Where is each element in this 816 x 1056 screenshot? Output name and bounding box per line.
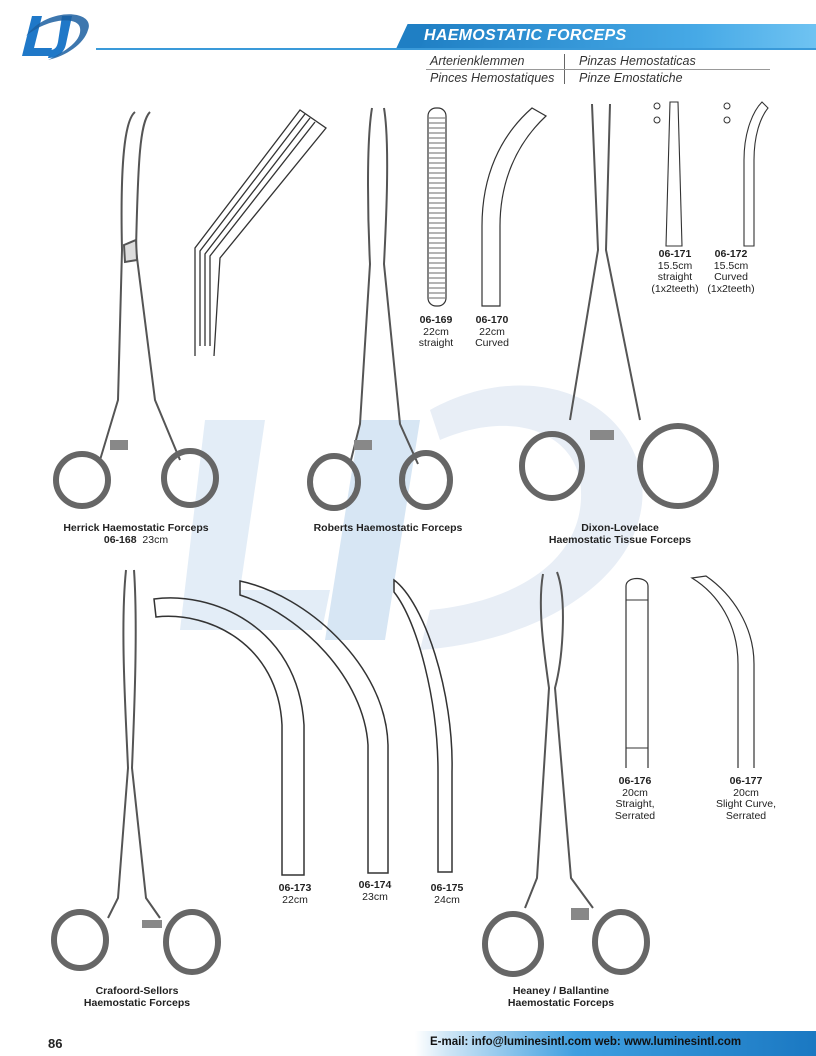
brand-logo xyxy=(22,14,89,60)
product-06-175-label: 06-175 24cm xyxy=(422,882,472,906)
product-size: 24cm xyxy=(434,893,460,906)
product-06-176-label: 06-176 20cm Straight, Serrated xyxy=(604,775,666,822)
product-desc-2: Serrated xyxy=(614,809,656,822)
product-desc-2: Serrated xyxy=(725,809,767,822)
caption-name: Roberts Haemostatic Forceps xyxy=(313,522,463,534)
product-code: 06-176 xyxy=(618,775,652,787)
product-06-170-label: 06-170 22cm Curved xyxy=(466,314,518,350)
product-06-177-image xyxy=(690,575,755,768)
roberts-forceps-image xyxy=(307,107,453,511)
heaney-ballantine-caption: Heaney / Ballantine Haemostatic Forceps xyxy=(470,985,652,1009)
product-code: 06-169 xyxy=(419,314,453,326)
product-06-175-image xyxy=(393,578,453,873)
product-desc: Straight, xyxy=(615,798,655,810)
product-size: 20cm xyxy=(622,786,648,799)
herrick-caption: Herrick Haemostatic Forceps 06-168 23cm xyxy=(46,522,226,546)
roberts-caption: Roberts Haemostatic Forceps xyxy=(298,522,478,534)
product-06-169-label: 06-169 22cm straight xyxy=(411,314,461,350)
product-code: 06-173 xyxy=(278,882,312,894)
caption-line-2: Haemostatic Tissue Forceps xyxy=(548,534,692,546)
heaney-ballantine-forceps-image xyxy=(482,571,650,977)
product-06-174-image xyxy=(239,580,389,874)
footer-bar xyxy=(415,1031,816,1056)
page-number: 86 xyxy=(48,1036,63,1051)
header-rule xyxy=(96,48,816,50)
product-code: 06-175 xyxy=(430,882,464,894)
translation-it: Pinze Emostatiche xyxy=(579,71,683,85)
product-desc-2: (1x2teeth) xyxy=(651,282,699,295)
page-title: HAEMOSTATIC FORCEPS xyxy=(424,27,627,44)
product-size: 15.5cm xyxy=(657,259,693,272)
product-code: 06-172 xyxy=(714,248,748,260)
caption-name: Herrick Haemostatic Forceps xyxy=(63,522,209,534)
caption-code: 06-168 xyxy=(103,534,137,546)
product-desc: Curved xyxy=(714,271,748,283)
caption-line-1: Crafoord-Sellors xyxy=(95,985,179,997)
footer-contact: E-mail: info@luminesintl.com web: www.lu… xyxy=(430,1036,742,1048)
translation-de: Arterienklemmen xyxy=(430,54,525,68)
product-code: 06-170 xyxy=(475,314,509,326)
product-size: 23cm xyxy=(362,890,388,903)
product-desc: Curved xyxy=(475,337,509,349)
herrick-jaw-detail-image xyxy=(194,109,327,357)
product-size: 22cm xyxy=(479,325,505,338)
product-size: 22cm xyxy=(282,893,308,906)
product-code: 06-174 xyxy=(358,879,392,891)
caption-line-1: Dixon-Lovelace xyxy=(581,522,659,534)
product-06-174-label: 06-174 23cm xyxy=(350,879,400,903)
product-06-169-image xyxy=(427,107,447,307)
product-size: 15.5cm xyxy=(713,259,749,272)
caption-size: 23cm xyxy=(142,534,169,546)
product-06-173-label: 06-173 22cm xyxy=(270,882,320,906)
crafoord-sellors-caption: Crafoord-Sellors Haemostatic Forceps xyxy=(46,985,228,1009)
product-06-173-image xyxy=(153,597,305,876)
dixon-lovelace-caption: Dixon-Lovelace Haemostatic Tissue Forcep… xyxy=(530,522,710,546)
caption-line-1: Heaney / Ballantine xyxy=(512,985,610,997)
product-desc: straight xyxy=(657,271,693,283)
product-06-177-label: 06-177 20cm Slight Curve, Serrated xyxy=(708,775,784,822)
product-06-171-label: 06-171 15.5cm straight (1x2teeth) xyxy=(646,248,704,295)
caption-line-2: Haemostatic Forceps xyxy=(507,997,615,1009)
product-desc-2: (1x2teeth) xyxy=(707,282,755,295)
header-bar: HAEMOSTATIC FORCEPS xyxy=(414,24,816,48)
product-desc: Slight Curve, xyxy=(715,798,777,810)
product-size: 20cm xyxy=(733,786,759,799)
product-code: 06-177 xyxy=(729,775,763,787)
product-desc: straight xyxy=(418,337,454,349)
crafoord-sellors-forceps-image xyxy=(51,569,221,975)
product-06-172-image xyxy=(723,101,769,247)
herrick-forceps-image xyxy=(53,111,219,509)
product-size: 22cm xyxy=(423,325,449,338)
translation-fr: Pinces Hemostatiques xyxy=(430,71,555,85)
product-06-171-image xyxy=(653,101,683,247)
caption-line-2: Haemostatic Forceps xyxy=(83,997,191,1009)
dixon-lovelace-forceps-image xyxy=(519,103,719,509)
translation-es: Pinzas Hemostaticas xyxy=(579,54,696,68)
translation-rule xyxy=(426,69,770,70)
product-06-170-image xyxy=(481,107,548,307)
product-06-172-label: 06-172 15.5cm Curved (1x2teeth) xyxy=(702,248,760,295)
product-code: 06-171 xyxy=(658,248,692,260)
product-06-176-image xyxy=(625,577,649,768)
